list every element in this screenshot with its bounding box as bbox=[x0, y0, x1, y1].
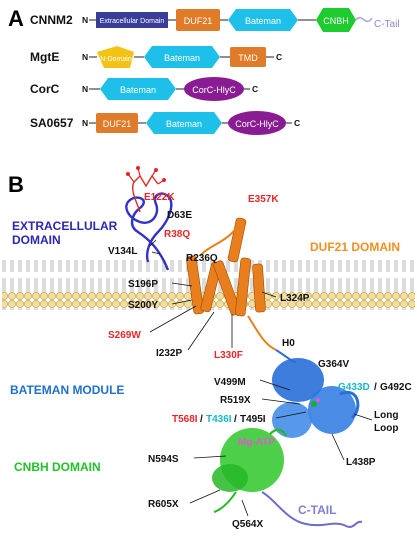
mutation-t436i: T436I bbox=[206, 414, 232, 425]
glycan bbox=[131, 174, 159, 213]
mutation-t495i: T495I bbox=[240, 414, 266, 425]
protein-name-corc: CorC bbox=[30, 82, 60, 96]
mutation-separator: / bbox=[374, 382, 377, 393]
panel-b-label: B bbox=[8, 172, 24, 197]
protein-row-sa0657: SA0657 N DUF21 Bateman CorC-HlyC C bbox=[30, 111, 300, 135]
n-terminus: N bbox=[82, 52, 88, 62]
mutation-s200y: S200Y bbox=[128, 300, 158, 311]
region-label-bateman: BATEMAN MODULE bbox=[10, 383, 124, 397]
domain-bateman bbox=[228, 9, 298, 31]
mutation-i232p: I232P bbox=[156, 348, 182, 359]
domain-extracellular bbox=[96, 12, 168, 28]
bateman-module-structure bbox=[272, 349, 360, 438]
domain-tmd bbox=[230, 47, 266, 67]
mutation-g433d: G433D bbox=[338, 382, 370, 393]
mutation-e122k: E122K bbox=[144, 192, 175, 203]
region-label-c-tail: C-TAIL bbox=[298, 503, 336, 517]
c-terminus: C bbox=[294, 118, 300, 128]
mutation-l438p: L438P bbox=[346, 457, 376, 468]
mutation-separator: / bbox=[234, 414, 237, 425]
mutation-g364v: G364V bbox=[318, 359, 349, 370]
protein-name-mgte: MgtE bbox=[30, 50, 59, 64]
c-tail-structure bbox=[261, 491, 363, 528]
long-loop-label: Long bbox=[374, 410, 398, 421]
domain-bateman bbox=[144, 46, 220, 68]
domain-label: CNBH bbox=[323, 16, 349, 26]
mutation-r236q: R236Q bbox=[186, 253, 218, 264]
domain-cnbh bbox=[316, 8, 356, 32]
n-terminus: N bbox=[82, 84, 88, 94]
domain-corc-hlyc bbox=[228, 111, 286, 135]
protein-row-corc: CorC N Bateman CorC-HlyC C bbox=[30, 77, 258, 101]
domain-label: DUF21 bbox=[103, 119, 132, 129]
domain-label: Bateman bbox=[164, 53, 200, 63]
domain-label: Extracellular Domain bbox=[100, 18, 165, 25]
mutation-q564x: Q564X bbox=[232, 519, 263, 530]
mutation-n594s: N594S bbox=[148, 454, 179, 465]
mutation-t568i: T568I bbox=[172, 414, 198, 425]
cnbh-domain-structure bbox=[212, 428, 287, 513]
n-terminus: N bbox=[82, 15, 88, 25]
domain-label: TMD bbox=[238, 53, 258, 63]
domain-label: Bateman bbox=[166, 119, 202, 129]
protein-name-cnnm2: CNNM2 bbox=[30, 13, 73, 27]
protein-name-sa0657: SA0657 bbox=[30, 116, 74, 130]
domain-label: N-Domain bbox=[100, 56, 132, 63]
mutation-l330f: L330F bbox=[214, 350, 243, 361]
domain-label: CorC-HlyC bbox=[235, 119, 279, 129]
mutation-h0: H0 bbox=[282, 338, 295, 349]
domain-label: DUF21 bbox=[184, 16, 213, 26]
mutation-v499m: V499M bbox=[214, 377, 246, 388]
c-tail-label: C-Tail bbox=[374, 19, 400, 30]
domain-n-domain bbox=[97, 46, 134, 68]
panel-a-label: A bbox=[8, 6, 24, 31]
domain-bateman bbox=[146, 112, 222, 134]
domain-label: CorC-HlyC bbox=[192, 85, 236, 95]
mutation-r519x: R519X bbox=[220, 395, 251, 406]
region-label-cnbh: CNBH DOMAIN bbox=[14, 460, 101, 474]
domain-label: Bateman bbox=[120, 85, 156, 95]
domain-duf21 bbox=[96, 113, 138, 133]
mutation-s269w: S269W bbox=[108, 330, 141, 341]
mg-atp-label: Mg-ATP bbox=[238, 437, 275, 448]
mutation-v134l: V134L bbox=[108, 246, 137, 257]
c-terminus: C bbox=[252, 84, 258, 94]
leader-lines bbox=[149, 239, 373, 517]
region-label-extracellular: EXTRACELLULAR bbox=[12, 219, 118, 233]
domain-bateman bbox=[100, 78, 176, 100]
c-tail-squiggle bbox=[355, 16, 373, 23]
mutation-d63e: D63E bbox=[167, 210, 192, 221]
mutation-l324p: L324P bbox=[280, 293, 310, 304]
duf21-domain-structure bbox=[186, 217, 277, 351]
mutation-r38q: R38Q bbox=[164, 229, 190, 240]
mutation-e357k: E357K bbox=[248, 194, 279, 205]
protein-row-cnnm2: CNNM2 N Extracellular Domain DUF21 Batem… bbox=[30, 8, 400, 32]
region-label-extracellular-line2: DOMAIN bbox=[12, 233, 61, 247]
long-loop-label-line2: Loop bbox=[374, 423, 398, 434]
mutation-separator: / bbox=[200, 414, 203, 425]
domain-label: Bateman bbox=[245, 16, 281, 26]
domain-duf21 bbox=[176, 9, 220, 31]
region-label-duf21: DUF21 DOMAIN bbox=[310, 240, 400, 254]
n-terminus: N bbox=[82, 118, 88, 128]
domain-corc-hlyc bbox=[184, 77, 244, 101]
protein-row-mgte: MgtE N N-Domain Bateman TMD C bbox=[30, 46, 282, 68]
mutation-s196p: S196P bbox=[128, 279, 158, 290]
mutation-r605x: R605X bbox=[148, 499, 179, 510]
mutation-g492c: G492C bbox=[380, 382, 412, 393]
c-terminus: C bbox=[276, 52, 282, 62]
extracellular-domain-structure bbox=[125, 166, 173, 271]
